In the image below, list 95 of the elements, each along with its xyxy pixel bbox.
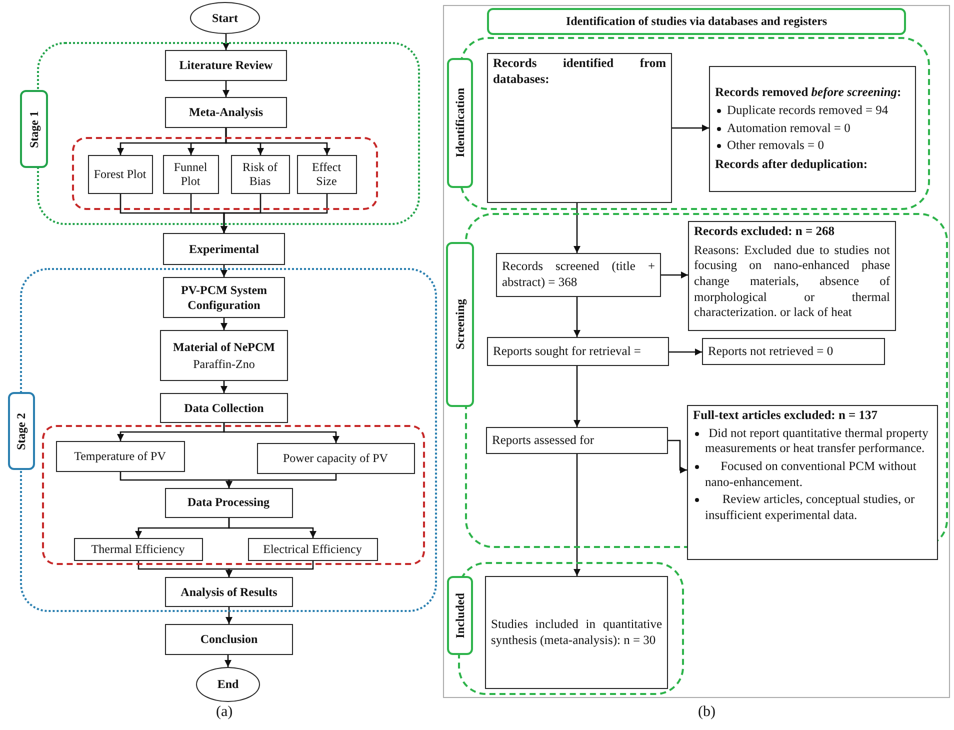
- bullet-item: Review articles, conceptual studies, or insufficient experimental data.: [705, 492, 916, 524]
- box-label: Meta-Analysis: [188, 105, 264, 120]
- process-box: [485, 576, 668, 689]
- arrow: [228, 518, 316, 538]
- arrow: [661, 272, 688, 278]
- arrow: [574, 366, 580, 427]
- box-label: Records screened (title + abstract) = 368: [502, 259, 655, 291]
- arrow: [672, 124, 709, 132]
- process-box: [709, 66, 916, 192]
- box-label: Funnel Plot: [172, 160, 208, 188]
- process-box: [248, 538, 378, 560]
- arrow: [223, 423, 340, 443]
- process-box: [230, 154, 290, 194]
- process-box: [163, 277, 285, 318]
- process-box: [487, 337, 669, 366]
- process-box: [165, 624, 293, 655]
- process-box: [296, 154, 356, 194]
- bullet-item: Did not report quantitative thermal property measurements or heat transfer performance.: [705, 426, 930, 457]
- box-label: Records removed before screening:: [715, 85, 902, 102]
- stage-tab: Stage 2: [8, 392, 35, 470]
- box-label: Risk of Bias: [241, 160, 278, 188]
- process-box: [160, 393, 288, 423]
- stage-tab: Screening: [446, 242, 474, 407]
- box-text: Paraffin-Zno: [192, 357, 256, 372]
- arrow: [222, 81, 230, 97]
- arrow: [220, 265, 228, 277]
- bullet-item: Duplicate records removed = 94: [727, 103, 890, 119]
- process-box: [56, 440, 184, 472]
- box-label: Conclusion: [199, 632, 259, 647]
- box-label: Forest Plot: [94, 166, 146, 182]
- arrow: [225, 128, 330, 155]
- bullet-item: Automation removal = 0: [727, 120, 852, 136]
- process-box: [74, 538, 202, 560]
- process-box: [88, 154, 152, 194]
- box-label: Power capacity of PV: [282, 450, 389, 466]
- box-label: Electrical Efficiency: [262, 542, 363, 556]
- process-box: [687, 405, 938, 560]
- arrow: [222, 34, 230, 50]
- stage-tab: Included: [447, 576, 473, 655]
- box-label: Literature Review: [178, 58, 274, 73]
- process-box: [487, 53, 672, 203]
- process-box: [702, 338, 885, 365]
- box-label: Reports sought for retrieval =: [493, 344, 642, 360]
- process-box: [165, 50, 287, 81]
- arrow: [226, 474, 337, 488]
- arrow: [574, 454, 580, 576]
- box-text: Reasons: Excluded due to studies not focusing on nano-enhanced phase change materials, absence of morphological or thermal characterization. or lack of heat: [694, 242, 890, 321]
- arrow: [226, 561, 314, 577]
- arrow: [668, 440, 687, 474]
- box-label: Effect Size: [310, 160, 342, 188]
- box-label: Reports assessed for: [492, 432, 596, 448]
- panel-label: (a): [216, 704, 233, 721]
- process-box: [486, 427, 668, 454]
- stage-tab: Stage 1: [20, 90, 48, 168]
- process-box: [688, 221, 896, 331]
- stage-tab: Identification: [447, 58, 473, 188]
- bullet-item: Focused on conventional PCM without nano-enhancement.: [705, 458, 918, 490]
- panel-label: (b): [698, 704, 716, 721]
- arrow: [574, 203, 580, 253]
- box-label: Temperature of PV: [73, 448, 167, 464]
- box-label: Thermal Efficiency: [90, 542, 186, 556]
- process-box: [496, 253, 661, 297]
- process-box: [164, 488, 292, 518]
- dashed-group-outline: [42, 425, 425, 565]
- process-box: [165, 577, 293, 607]
- box-label: Records identified from databases:: [493, 56, 666, 88]
- header-box: [487, 8, 906, 35]
- process-box: [165, 97, 287, 128]
- box-label: Analysis of Results: [180, 584, 278, 600]
- arrow: [669, 348, 702, 356]
- box-label: Material of NePCM: [172, 340, 276, 354]
- process-box: [162, 154, 218, 194]
- bullet-item: Other removals = 0: [727, 138, 825, 154]
- box-label: Studies included in quantitative synthesis (meta-analysis): n = 30: [491, 616, 662, 648]
- box-label: Records excluded: n = 268: [694, 224, 836, 240]
- arrow: [574, 297, 580, 337]
- box-label: Reports not retrieved = 0: [708, 344, 834, 360]
- box-label: Data Processing: [186, 495, 271, 510]
- arrow: [220, 194, 328, 233]
- box-label: Full-text articles excluded: n = 137: [693, 408, 879, 424]
- arrow: [226, 607, 232, 624]
- process-box: [163, 233, 285, 265]
- box-label: End: [217, 677, 239, 692]
- box-label: Experimental: [188, 242, 260, 256]
- box-label: Start: [212, 10, 238, 26]
- arrow: [220, 318, 228, 330]
- box-label: Data Collection: [183, 400, 265, 416]
- arrow: [220, 381, 228, 393]
- box-text: Records after deduplication:: [715, 156, 869, 173]
- process-box: [160, 330, 288, 381]
- box-label: Identification of studies via databases and registers: [566, 14, 828, 29]
- process-box: [256, 442, 414, 474]
- box-label: PV-PCM System Configuration: [180, 283, 268, 312]
- arrow: [224, 655, 232, 667]
- dashed-group-outline: [72, 137, 378, 210]
